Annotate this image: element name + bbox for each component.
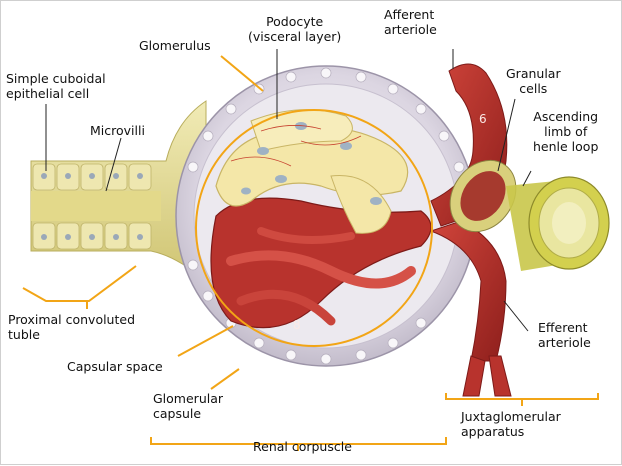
label-proximal-convoluted-tubule: Proximal convoluted tuble: [8, 312, 136, 342]
black-leader-lines: [45, 49, 532, 332]
label-renal-corpuscle: Renal corpuscle: [253, 439, 352, 454]
label-simple-cuboidal-epithelial-cell: Simple cuboidal epithelial cell: [6, 71, 106, 101]
label-juxtaglomerular-apparatus: Juxtaglomerular apparatus: [461, 409, 561, 439]
corpuscle-highlight-circle: [195, 109, 433, 347]
label-capsular-space: Capsular space: [67, 359, 163, 374]
label-granular-cells: Granular cells: [506, 66, 561, 96]
granular-cells: [449, 159, 517, 233]
label-afferent-arteriole: Afferent arteriole: [384, 7, 437, 37]
henle-loop-tube: [506, 176, 610, 271]
orange-leader-lines: [22, 55, 599, 451]
label-microvilli: Microvilli: [90, 123, 145, 138]
podocytes: [215, 109, 409, 234]
label-ascending-limb-henle-loop: Ascending limb of henle loop: [533, 109, 599, 154]
vessel-mark-6: 6: [479, 112, 487, 126]
label-glomerular-capsule: Glomerular capsule: [153, 391, 224, 421]
label-efferent-arteriole: Efferent arteriole: [538, 320, 591, 350]
label-glomerulus: Glomerulus: [139, 38, 211, 53]
proximal-tubule: [30, 100, 207, 283]
label-podocyte: Podocyte (visceral layer): [248, 14, 342, 44]
vessel-mark-8: 8: [293, 318, 301, 332]
